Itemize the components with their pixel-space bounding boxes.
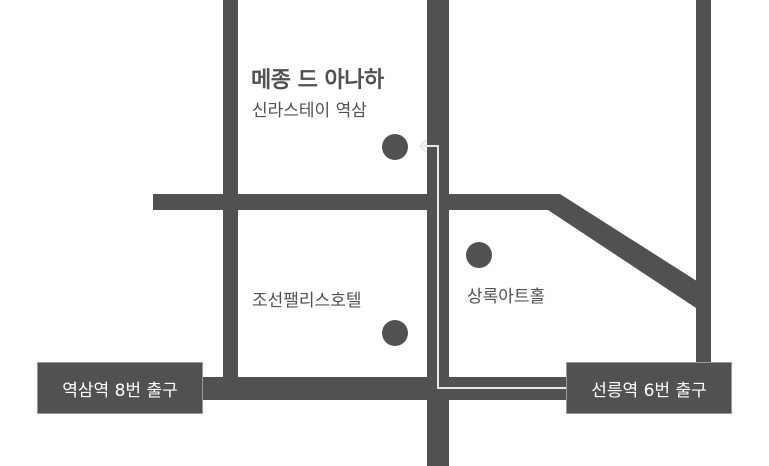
exit-label-yeoksam: 역삼역 8번 출구	[37, 362, 203, 414]
venue-name: 메종 드 아나하	[251, 68, 384, 93]
venue-location-dot-icon	[382, 134, 408, 160]
landmark-label: 상록아트홀	[467, 287, 546, 307]
road-horizontal-bottom	[190, 377, 580, 400]
venue-location: 신라스테이 역삼	[252, 101, 367, 121]
road-diagonal	[548, 194, 711, 308]
exit-label-seolleung: 선릉역 6번 출구	[566, 362, 732, 414]
route-line	[420, 145, 572, 389]
road-horizontal-middle	[153, 194, 553, 210]
road-vertical-right	[696, 0, 711, 375]
location-dot-icon	[466, 242, 492, 268]
route-arrow-icon	[418, 139, 427, 153]
landmark-label: 조선팰리스호텔	[252, 291, 362, 311]
location-dot-icon	[382, 320, 408, 346]
